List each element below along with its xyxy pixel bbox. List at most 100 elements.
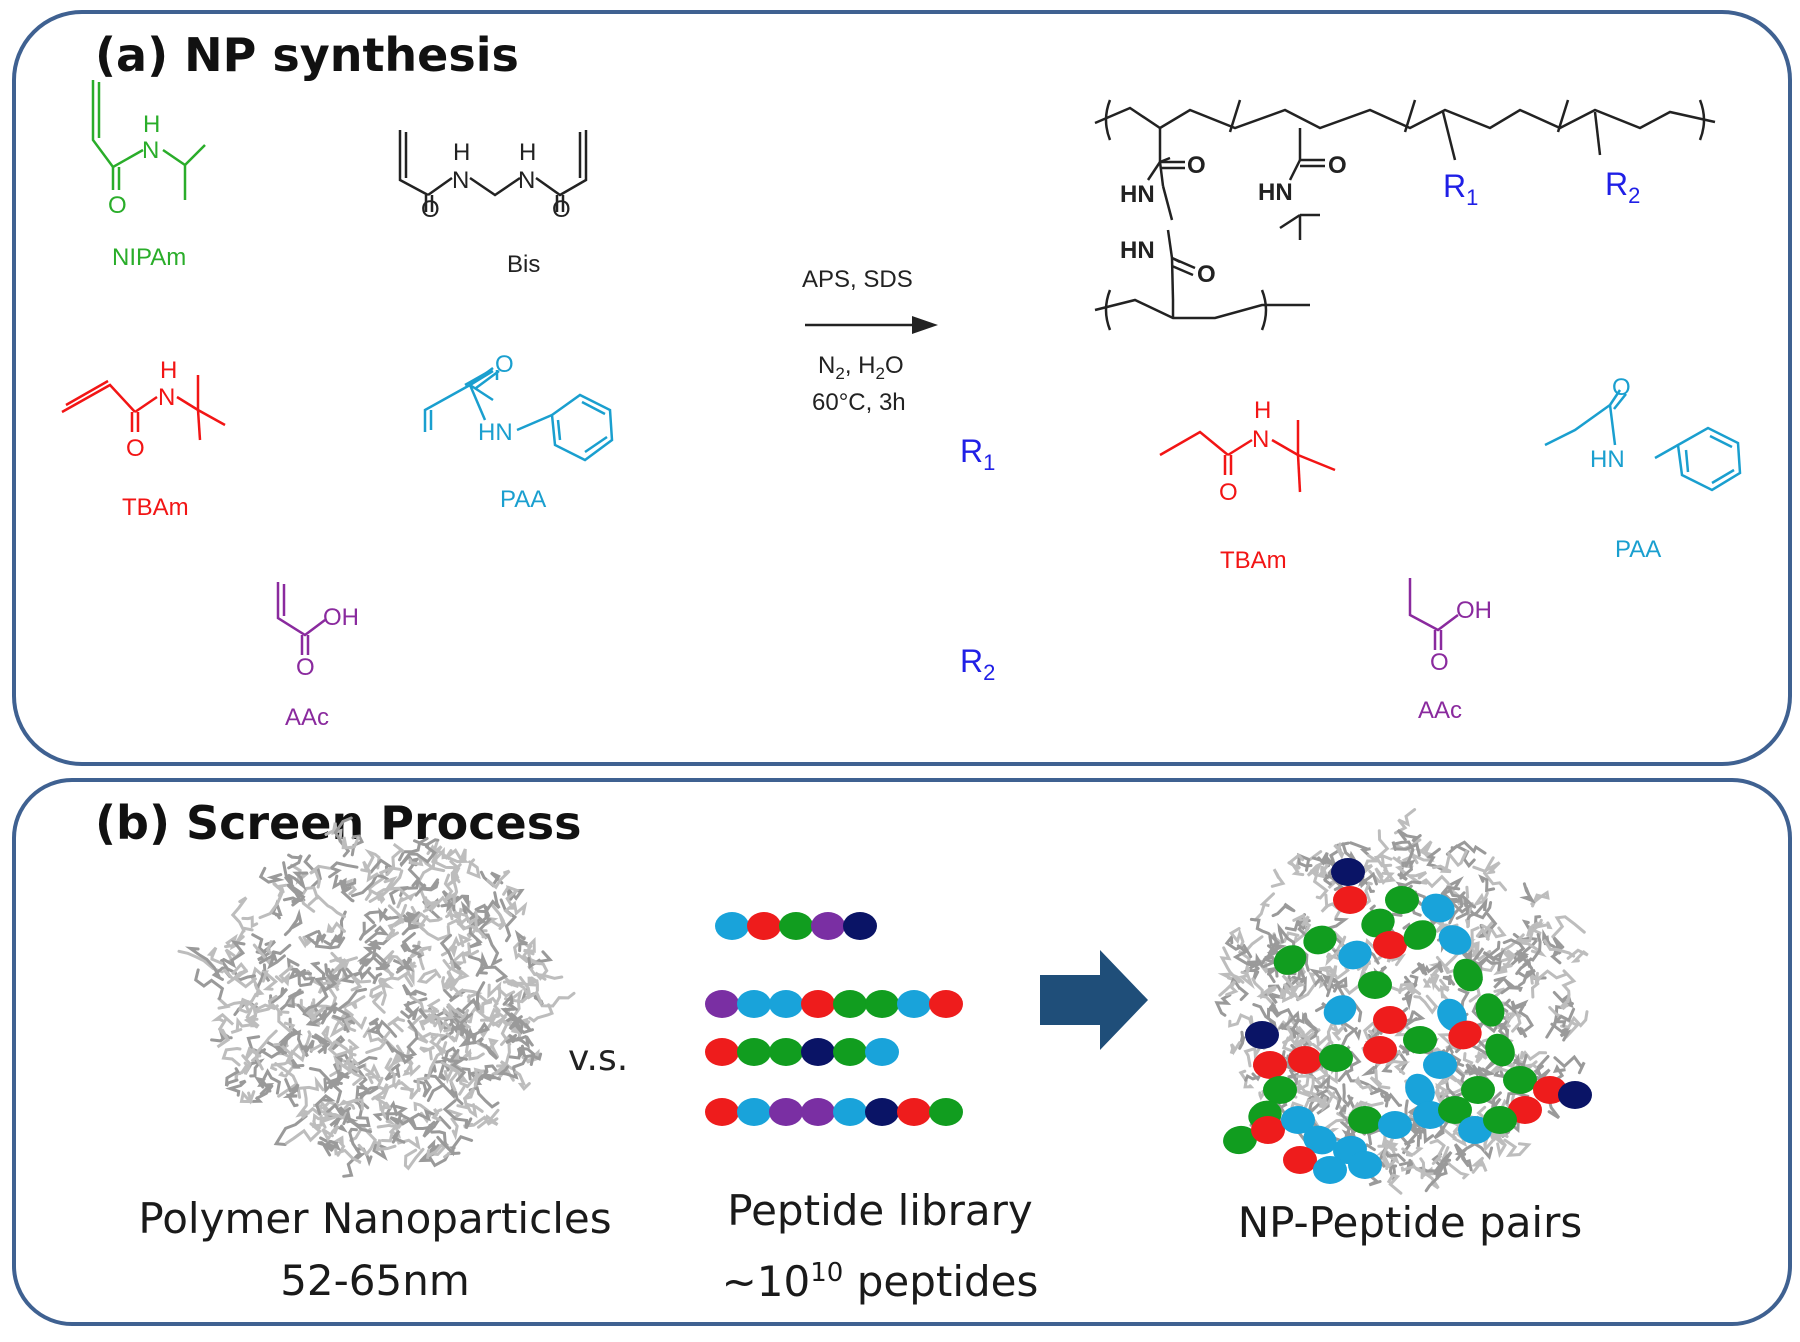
polymer-strand — [1466, 897, 1488, 921]
polymer-strand — [1560, 1010, 1589, 1029]
polymer-strand — [1349, 841, 1371, 856]
polymer-strand — [1277, 922, 1296, 955]
polymer-strand — [378, 907, 392, 923]
polymer-strand — [1303, 1096, 1322, 1109]
polymer-strand — [1514, 999, 1534, 1032]
polymer-strand — [1455, 899, 1470, 920]
polymer-strand — [456, 1087, 476, 1110]
polymer-strand — [1429, 1138, 1446, 1165]
polymer-strand — [378, 977, 394, 989]
polymer-strand — [449, 933, 473, 952]
polymer-strand — [1499, 947, 1516, 974]
polymer-strand — [468, 1021, 491, 1039]
polymer-strand — [1344, 1070, 1383, 1096]
polymer-strand — [314, 1033, 331, 1054]
polymer-strand — [1533, 1055, 1550, 1077]
polymer-strand — [1516, 969, 1536, 987]
polymer-strand — [1377, 1137, 1399, 1149]
polymer-strand — [329, 910, 347, 945]
polymer-strand — [384, 969, 414, 988]
polymer-strand — [1281, 1032, 1315, 1053]
polymer-strand — [1474, 1050, 1488, 1064]
peptide-bead — [1438, 925, 1472, 955]
polymer-strand — [463, 1101, 484, 1119]
polymer-strand — [1229, 1041, 1242, 1056]
polymer-strand — [386, 1100, 408, 1121]
paa-carbonyl-bond-2 — [475, 369, 500, 390]
polymer-strand — [332, 1062, 350, 1080]
polymer-strand — [1219, 946, 1241, 984]
peptide-bead — [769, 1098, 803, 1126]
polymer-strand — [423, 1063, 444, 1086]
polymer-strand — [516, 1044, 527, 1059]
polymer-strand — [314, 1093, 336, 1115]
r1-tbam-h-atom: H — [1254, 397, 1271, 424]
polymer-strand — [326, 921, 346, 934]
polymer-strand — [286, 957, 312, 976]
polymer-strand — [327, 1039, 360, 1057]
peptide-bead — [1245, 1021, 1279, 1049]
polymer-strand — [341, 836, 360, 850]
polymer-strand — [279, 988, 302, 1011]
polymer-strand — [1401, 983, 1418, 1011]
product-hn1-atom: HN — [1120, 181, 1155, 208]
peptide-bead — [1461, 1076, 1495, 1104]
product-o3-atom: O — [1328, 152, 1347, 179]
r1-paa-label: PAA — [1615, 536, 1661, 563]
polymer-strand — [378, 1100, 393, 1111]
product-r1-label: R1 — [1443, 168, 1478, 210]
polymer-strand — [241, 915, 259, 929]
polymer-strand — [1246, 952, 1267, 970]
peptide-bead — [811, 912, 845, 940]
polymer-strand — [225, 1079, 247, 1097]
polymer-strand — [270, 943, 292, 963]
polymer-strand — [348, 1127, 362, 1156]
peptide-bead — [779, 912, 813, 940]
polymer-strand — [336, 1007, 350, 1033]
polymer-strand — [337, 1098, 358, 1110]
tbam-h-atom: H — [160, 357, 177, 384]
polymer-strand — [514, 929, 528, 953]
peptide-bead — [897, 990, 931, 1018]
aac-label: AAc — [285, 704, 329, 731]
polymer-strand — [1342, 1083, 1354, 1108]
polymer-strand — [1482, 856, 1507, 892]
polymer-strand — [1268, 1001, 1300, 1023]
polymer-strand — [480, 1064, 497, 1081]
polymer-strand — [514, 1070, 531, 1091]
polymer-strand — [461, 942, 480, 958]
polymer-strand — [1292, 913, 1310, 929]
polymer-strand — [1479, 957, 1502, 977]
polymer-strand — [499, 898, 518, 943]
peptide-bead — [1319, 1044, 1353, 1072]
polymer-strand — [206, 946, 223, 965]
polymer-strand — [1398, 1044, 1413, 1056]
polymer-strand — [1553, 1054, 1586, 1075]
polymer-strand — [1318, 1091, 1336, 1113]
product-r2-subscript: 2 — [1628, 183, 1640, 208]
bis-h2-atom: H — [519, 139, 536, 166]
polymer-strand — [1354, 1075, 1373, 1093]
polymer-strand — [334, 1148, 362, 1164]
peptide-bead — [833, 990, 867, 1018]
polymer-strand — [447, 1109, 464, 1141]
polymer-strand — [1475, 924, 1493, 941]
polymer-strand — [1534, 969, 1568, 985]
polymer-strand — [422, 1012, 436, 1026]
nipam-o-atom: O — [108, 192, 127, 219]
peptide-bead — [1403, 1026, 1437, 1054]
peptide-bead — [1405, 1073, 1435, 1107]
polymer-strand — [252, 1084, 274, 1103]
polymer-strand — [459, 1023, 484, 1045]
peptide-bead — [1313, 1156, 1347, 1184]
bis-n1-atom: N — [452, 167, 469, 194]
r2-aac-label: AAc — [1418, 697, 1462, 724]
polymer-strand — [1503, 998, 1527, 1015]
polymer-strand — [1500, 933, 1525, 963]
polymer-strand — [399, 1109, 438, 1122]
peptide-bead — [1331, 858, 1365, 886]
polymer-strand — [1333, 842, 1345, 860]
polymer-strand — [528, 1003, 554, 1023]
polymer-strand — [384, 1062, 401, 1081]
